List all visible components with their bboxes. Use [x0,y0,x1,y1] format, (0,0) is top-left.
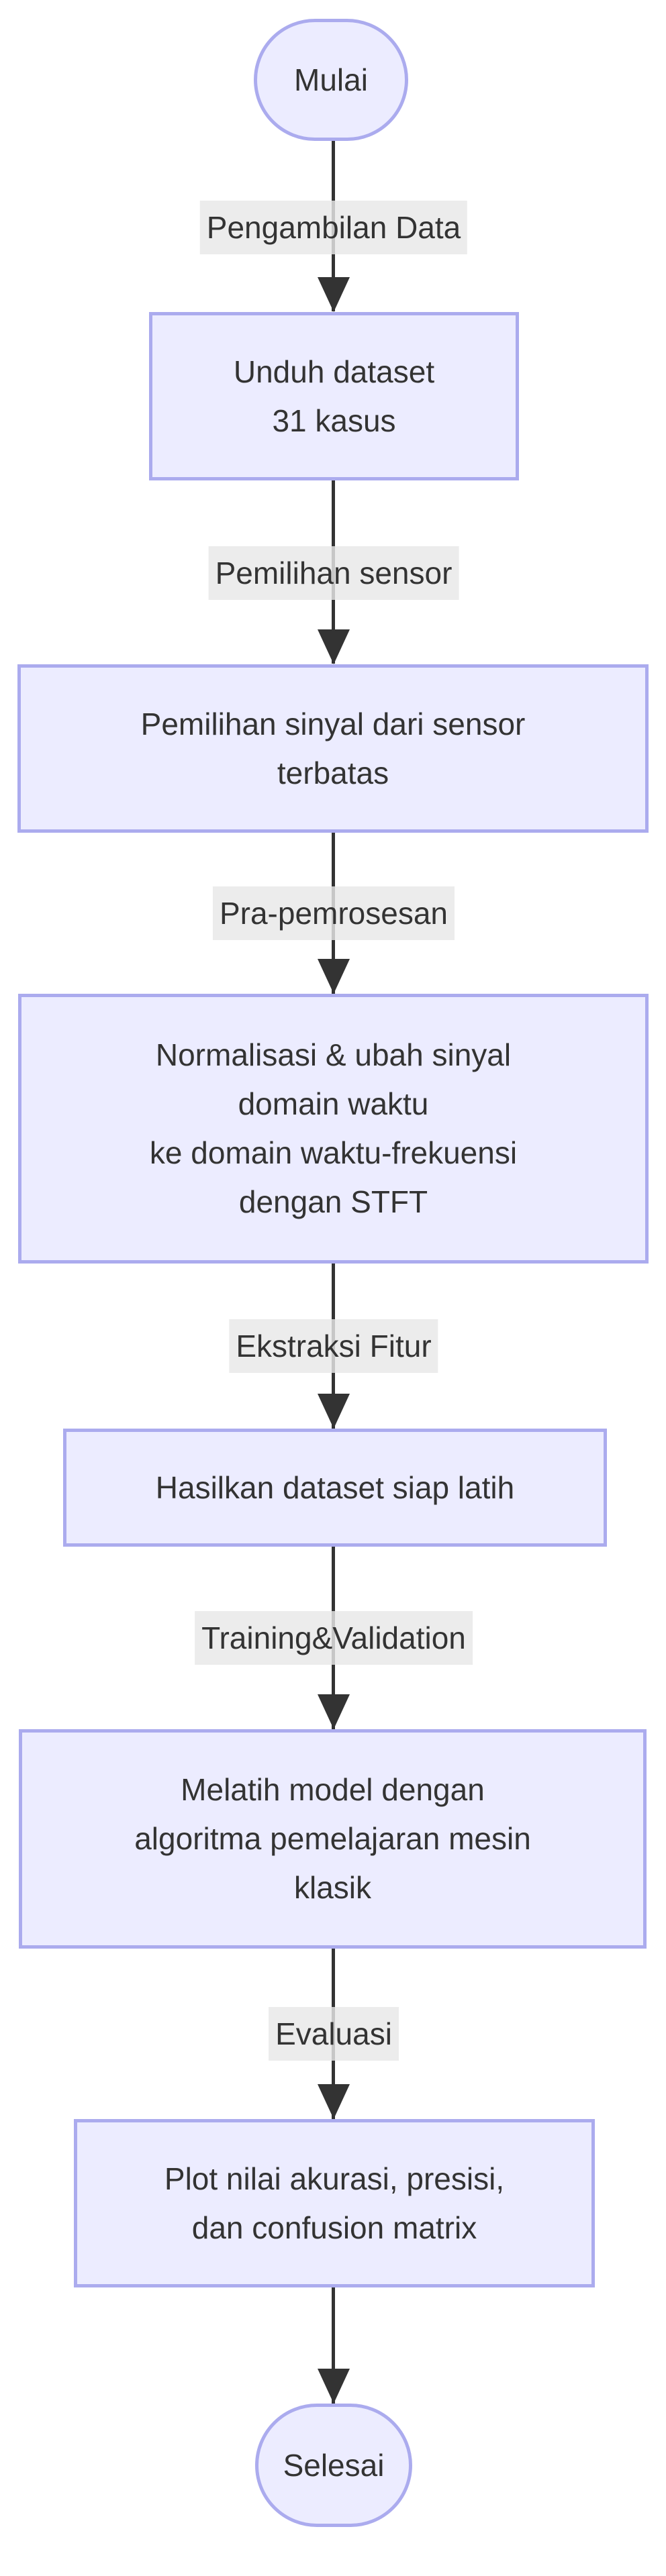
node-label-line: Hasilkan dataset siap latih [155,1470,515,1505]
node-label-line: Selesai [283,2447,385,2483]
edge-label-ekstraksi-fitur: Ekstraksi Fitur [229,1319,438,1373]
edge-label-training-validation: Training&Validation [195,1611,473,1665]
arrowhead-icon [318,959,350,994]
arrowhead-icon [318,2369,350,2404]
node-pemilihan-sinyal: Pemilihan sinyal dari sensor terbatas [17,664,649,833]
edge-label-evaluasi: Evaluasi [269,2007,399,2061]
node-label-line: algoritma pemelajaran mesin [134,1821,531,1856]
node-label-line: dan confusion matrix [191,2210,477,2245]
arrowhead-icon [318,629,350,664]
node-label-line: Melatih model dengan [181,1772,485,1807]
node-label-line: Unduh dataset [233,354,435,389]
node-hasilkan-dataset: Hasilkan dataset siap latih [63,1429,607,1547]
node-label-line: domain waktu [238,1086,429,1121]
node-label-line: ke domain waktu-frekuensi [149,1135,518,1170]
node-melatih-model: Melatih model dengan algoritma pemelajar… [19,1729,647,1949]
edge-label-pemilihan-sensor: Pemilihan sensor [208,546,459,600]
node-selesai: Selesai [255,2404,412,2527]
node-normalisasi-stft: Normalisasi & ubah sinyal domain waktu k… [18,994,649,1264]
arrowhead-icon [318,277,350,312]
arrowhead-icon [318,1694,350,1729]
node-label-line: dengan STFT [238,1184,428,1219]
arrowhead-icon [318,1394,350,1429]
node-label-line: 31 kasus [272,403,396,438]
node-unduh-dataset: Unduh dataset 31 kasus [149,312,519,480]
edge-line-plot-selesai [332,2287,335,2404]
node-label-line: klasik [293,1870,372,1905]
node-label-line: Normalisasi & ubah sinyal [155,1037,512,1072]
arrowhead-icon [318,2084,350,2119]
node-label-line: Mulai [294,62,368,97]
node-label-line: terbatas [277,755,389,790]
edge-label-pra-pemrosesan: Pra-pemrosesan [212,886,455,940]
node-label-line: Plot nilai akurasi, presisi, [164,2161,505,2196]
node-label-line: Pemilihan sinyal dari sensor [140,706,526,741]
node-plot-hasil: Plot nilai akurasi, presisi, dan confusi… [74,2119,595,2287]
edge-label-pengambilan-data: Pengambilan Data [199,201,468,254]
node-mulai: Mulai [254,19,408,141]
